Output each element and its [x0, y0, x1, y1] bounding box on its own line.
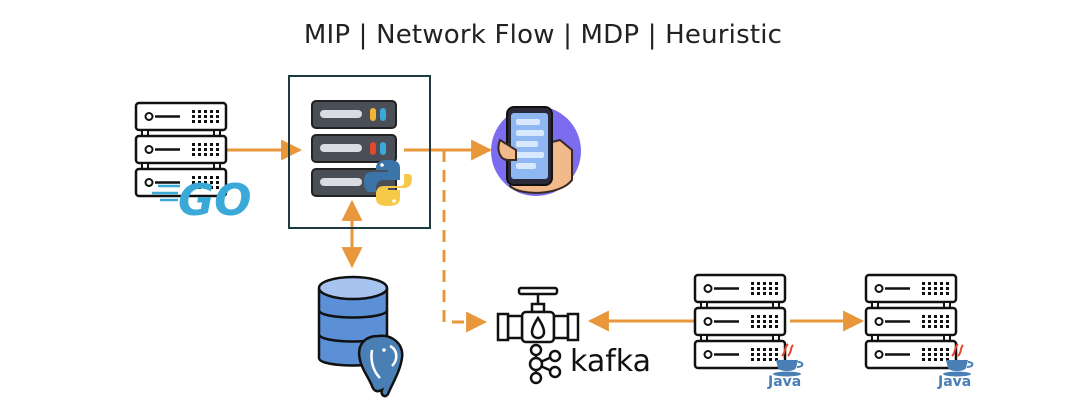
java-label-2: Java — [937, 374, 971, 390]
go-logo: GO — [152, 175, 252, 226]
python-logo — [364, 160, 412, 206]
server-rack-icon — [693, 273, 787, 370]
go-server: GO — [134, 101, 252, 226]
mobile-client — [491, 106, 581, 196]
postgresql-elephant-logo — [357, 334, 404, 398]
diagram-title: MIP | Network Flow | MDP | Heuristic — [303, 20, 783, 50]
server-rack-icon — [864, 273, 958, 370]
java-server-2: Java — [864, 273, 974, 390]
python-server — [311, 100, 412, 206]
highlight-box — [288, 75, 431, 229]
java-server-1: Java — [693, 273, 804, 390]
valve-pipe-icon — [496, 286, 580, 344]
go-label: GO — [178, 175, 252, 226]
connectors — [226, 139, 865, 333]
postgres-db — [317, 275, 404, 398]
kafka-label: kafka — [570, 344, 651, 379]
dashed-arrow-python-to-kafka — [442, 150, 488, 333]
java-label-1: Java — [767, 374, 801, 390]
server-rack-icon — [311, 100, 397, 197]
kafka-logo — [528, 343, 562, 385]
kafka-node: kafka — [496, 286, 651, 385]
